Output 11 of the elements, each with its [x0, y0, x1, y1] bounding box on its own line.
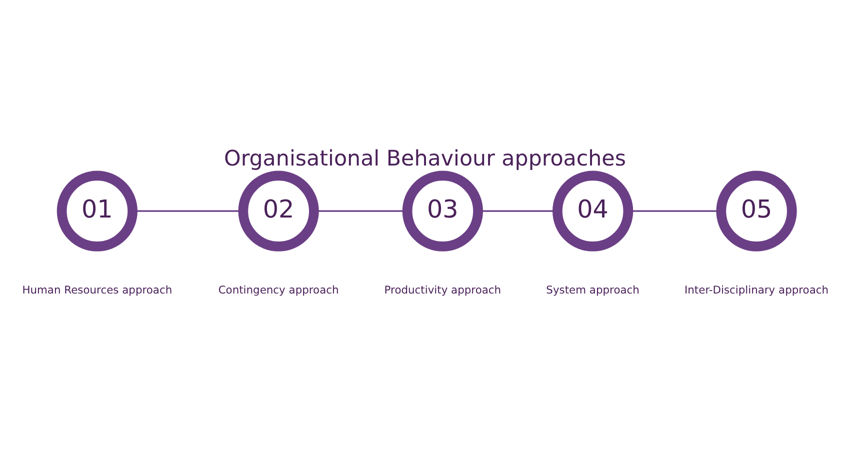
node-label: Contingency approach	[218, 283, 339, 296]
node-circle: 05	[716, 170, 797, 251]
node-label: System approach	[546, 283, 640, 296]
node-label: Productivity approach	[384, 283, 502, 296]
diagram-title: Organisational Behaviour approaches	[224, 146, 626, 172]
node-circle: 01	[56, 170, 138, 251]
node-label: Human Resources approach	[22, 283, 172, 296]
node-circle: 04	[552, 170, 634, 251]
node-label: Inter-Disciplinary approach	[684, 283, 829, 296]
node-circle: 03	[402, 170, 483, 251]
node-circle: 02	[238, 170, 319, 251]
